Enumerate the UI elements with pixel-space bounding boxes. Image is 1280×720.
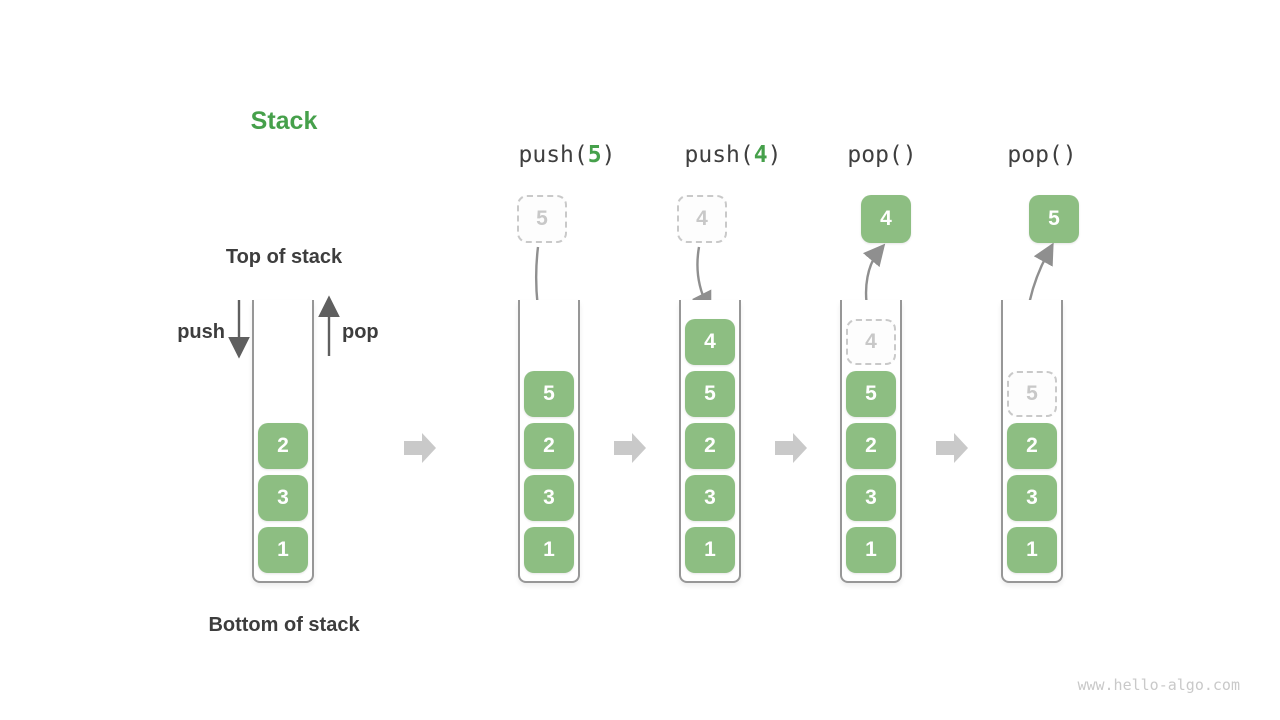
op-arg: 4 xyxy=(753,142,768,168)
stack-cell: 2 xyxy=(524,423,574,469)
stack-cell: 4 xyxy=(685,319,735,365)
stack-cell: 3 xyxy=(258,475,308,521)
push-label: push xyxy=(177,321,225,343)
op-text: push( xyxy=(518,142,588,168)
op-text: ) xyxy=(601,142,616,168)
transition-arrow-2 xyxy=(614,433,646,463)
stack-cell: 2 xyxy=(1007,423,1057,469)
pop-label: pop xyxy=(342,321,379,343)
op-arg: 5 xyxy=(587,142,602,168)
stack-cell: 3 xyxy=(846,475,896,521)
removed-slot-box: 5 xyxy=(1007,371,1057,417)
removed-slot-box: 4 xyxy=(846,319,896,365)
top-of-stack-label: Top of stack xyxy=(225,246,343,268)
bottom-of-stack-label: Bottom of stack xyxy=(208,614,360,636)
stack-cell: 3 xyxy=(524,475,574,521)
stack-cell: 2 xyxy=(846,423,896,469)
stack-cell: 1 xyxy=(685,527,735,573)
stack-cell: 2 xyxy=(258,423,308,469)
op-header-pop-1: pop() xyxy=(792,142,972,168)
stack-cell: 3 xyxy=(685,475,735,521)
stack-cell: 3 xyxy=(1007,475,1057,521)
op-text: push( xyxy=(684,142,754,168)
stack-cell: 1 xyxy=(1007,527,1057,573)
op-header-push-4: push(4) xyxy=(643,142,823,168)
stack-cell: 1 xyxy=(524,527,574,573)
incoming-value-box: 5 xyxy=(517,195,567,243)
push-4-curve-arrow xyxy=(691,246,712,314)
stack-cell: 1 xyxy=(846,527,896,573)
incoming-value-box: 4 xyxy=(677,195,727,243)
stack-cell: 1 xyxy=(258,527,308,573)
watermark: www.hello-algo.com xyxy=(1077,676,1240,694)
op-text: ) xyxy=(767,142,782,168)
transition-arrow-4 xyxy=(936,433,968,463)
diagram-title: Stack xyxy=(250,107,318,135)
op-header-push-5: push(5) xyxy=(477,142,657,168)
op-header-pop-2: pop() xyxy=(952,142,1132,168)
transition-arrow-3 xyxy=(775,433,807,463)
stack-cell: 5 xyxy=(685,371,735,417)
stack-cell: 5 xyxy=(846,371,896,417)
op-text: pop() xyxy=(847,142,917,168)
stack-cell: 2 xyxy=(685,423,735,469)
popped-value-box: 5 xyxy=(1029,195,1079,243)
popped-value-box: 4 xyxy=(861,195,911,243)
stack-cell: 5 xyxy=(524,371,574,417)
transition-arrow-1 xyxy=(404,433,436,463)
op-text: pop() xyxy=(1007,142,1077,168)
